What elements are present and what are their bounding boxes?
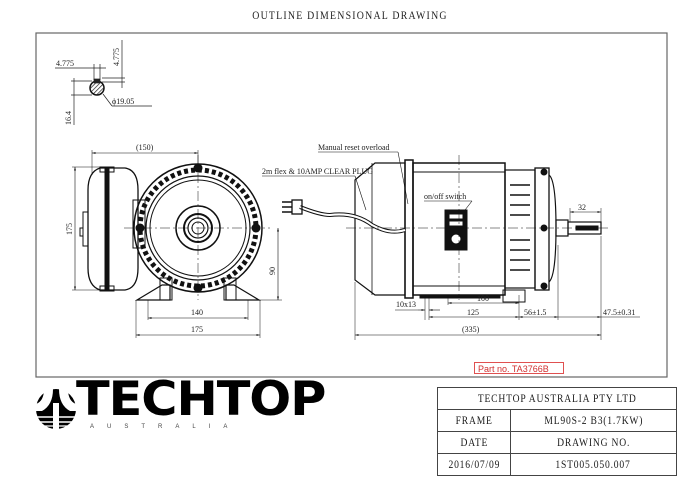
keyway-depth-label: 4.775 bbox=[112, 48, 121, 66]
company-name: TECHTOP AUSTRALIA PTY LTD bbox=[477, 391, 637, 405]
dim-foot-length: 125 bbox=[467, 308, 479, 317]
date-label: DATE bbox=[460, 435, 488, 449]
logo-wordmark: TECHTOP bbox=[76, 372, 326, 427]
frame-value-cell: ML90S-2 B3(1.7KW) bbox=[510, 409, 677, 432]
callout-switch: on/off switch bbox=[424, 192, 466, 201]
drawing-no-value-cell: 1ST005.050.007 bbox=[510, 453, 677, 476]
callout-overload: Manual reset overload bbox=[318, 143, 390, 152]
techtop-logo: TECHTOP AUSTRALIA bbox=[30, 372, 326, 440]
part-number-label: Part no. TA3766B bbox=[474, 362, 564, 374]
keyway-detail bbox=[55, 40, 152, 125]
callout-plug: 2m flex & 10AMP CLEAR PLUG bbox=[262, 167, 373, 176]
logo-subtitle: AUSTRALIA bbox=[90, 424, 241, 430]
dim-overall-length: (335) bbox=[462, 325, 480, 334]
title-block: TECHTOP AUSTRALIA PTY LTD FRAME ML90S-2 … bbox=[437, 387, 677, 476]
dim-height: 175 bbox=[65, 223, 74, 235]
drawing-title: OUTLINE DIMENSIONAL DRAWING bbox=[252, 8, 448, 22]
keyway-width-label: 4.775 bbox=[56, 59, 74, 68]
drawing-no-value: 1ST005.050.007 bbox=[555, 457, 632, 471]
dim-overall-width: (150) bbox=[136, 143, 154, 152]
dim-foot-hole-spacing: 100 bbox=[477, 294, 489, 303]
shaft-diameter-label: ϕ19.05 bbox=[112, 97, 134, 106]
frame-value: ML90S-2 B3(1.7KW) bbox=[544, 413, 643, 427]
date-label-cell: DATE bbox=[437, 431, 511, 454]
dim-base-width: 175 bbox=[191, 325, 203, 334]
dim-shaft-length: 47.5±0.31 bbox=[603, 308, 635, 317]
end-view bbox=[72, 150, 282, 338]
dim-mount-spacing: 140 bbox=[191, 308, 203, 317]
dim-mount-slot: 10x13 bbox=[396, 300, 416, 309]
drawing-border bbox=[35, 32, 668, 378]
drawing-no-label: DRAWING NO. bbox=[556, 435, 631, 449]
drawing-no-label-cell: DRAWING NO. bbox=[510, 431, 677, 454]
dim-foot-to-shoulder: 56±1.5 bbox=[524, 308, 546, 317]
key-height-label: 16.4 bbox=[64, 111, 73, 125]
side-view bbox=[262, 151, 640, 340]
title-block-row: TECHTOP AUSTRALIA PTY LTD bbox=[437, 387, 677, 410]
techtop-emblem-icon bbox=[36, 389, 76, 429]
dim-shaft-height: 90 bbox=[268, 267, 277, 275]
date-value: 2016/07/09 bbox=[448, 457, 500, 471]
company-name-cell: TECHTOP AUSTRALIA PTY LTD bbox=[437, 387, 677, 410]
frame-label: FRAME bbox=[455, 413, 493, 427]
dim-shaft-key-length: 32 bbox=[578, 203, 586, 212]
date-value-cell: 2016/07/09 bbox=[437, 453, 511, 476]
title-block-row: 2016/07/09 1ST005.050.007 bbox=[437, 453, 677, 476]
title-block-row: FRAME ML90S-2 B3(1.7KW) bbox=[437, 409, 677, 432]
title-block-row: DATE DRAWING NO. bbox=[437, 431, 677, 454]
frame-label-cell: FRAME bbox=[437, 409, 511, 432]
